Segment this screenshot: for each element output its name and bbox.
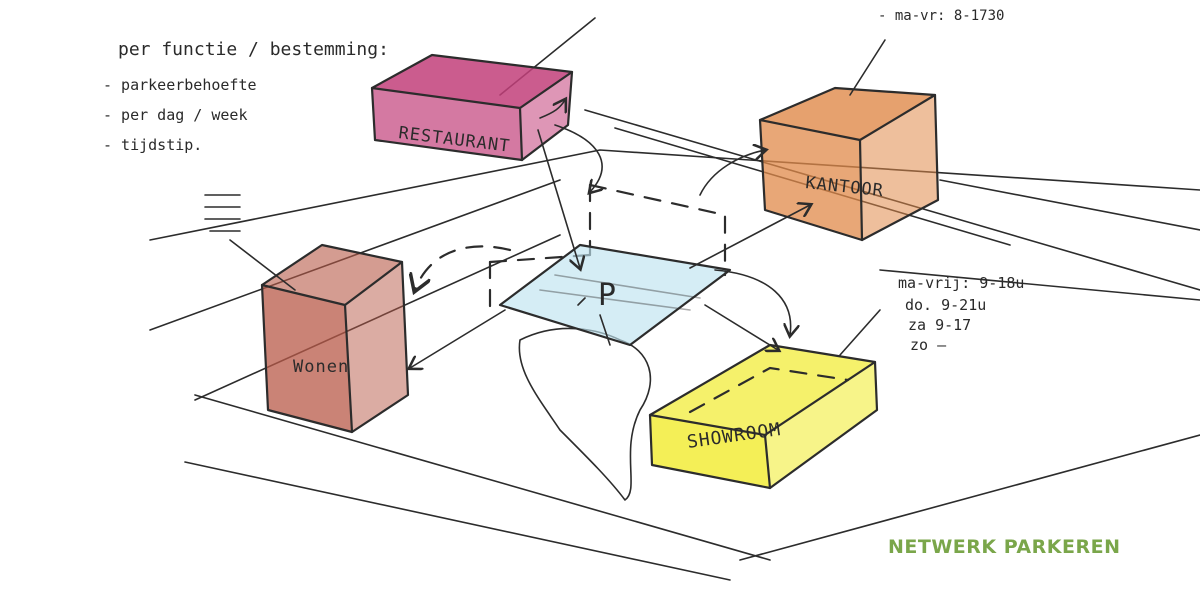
brand-title: NETWERK PARKEREN [888,536,1120,558]
showroom-hours-line-3: za 9-17 [908,316,971,334]
parking-label: P [598,278,616,313]
building-restaurant: RESTAURANT [370,53,574,162]
leader-lines [204,39,886,356]
showroom-hours-line-2: do. 9-21u [905,296,986,314]
building-kantoor: KANTOOR [758,86,940,242]
building-wonen: Wonen [260,243,410,434]
building-showroom: SHOWROOM [648,343,879,490]
showroom-hours-line-4: zo — [910,336,947,354]
kantoor-hours: - ma-vr: 8-1730 [878,8,1004,24]
ground-patch [518,327,652,501]
showroom-hours-line-1: ma-vrij: 9-18u [898,274,1024,292]
notes-heading: per functie / bestemming: [118,39,389,60]
notes-item-3: - tijdstip. [103,136,202,154]
flow-arrows [410,100,810,368]
notes-item-1: - parkeerbehoefte [103,76,257,94]
notes-block: per functie / bestemming: - parkeerbehoe… [103,39,389,154]
parking-area: P [498,243,732,347]
wonen-label: Wonen [293,357,349,377]
notes-item-2: - per dag / week [103,106,248,124]
showroom-hours: ma-vrij: 9-18u do. 9-21u za 9-17 zo — [898,274,1024,354]
